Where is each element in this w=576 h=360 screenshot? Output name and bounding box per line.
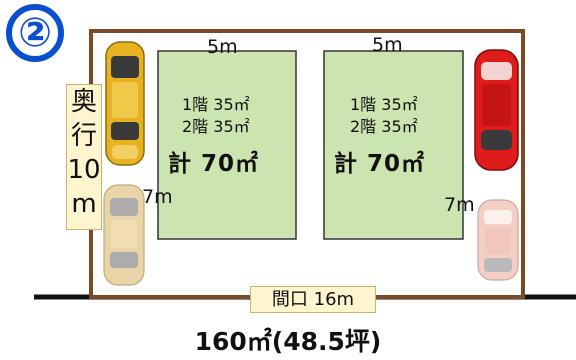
building-left <box>157 50 297 240</box>
lot-depth-char-2: 行 <box>70 121 97 151</box>
building-depth-label-right: 7m <box>444 194 475 216</box>
lot-depth-label: 奥 行 10 m <box>66 84 102 230</box>
building-right-floor2: 2階 35㎡ <box>350 117 418 136</box>
lot-depth-char-4: m <box>71 189 97 219</box>
frontage-label: 間口 16m <box>250 286 376 313</box>
building-right-total: 計 70㎡ <box>334 151 426 177</box>
yellow-car-icon <box>105 41 145 166</box>
building-left-floor2: 2階 35㎡ <box>182 117 250 136</box>
faded-yellow-car-icon <box>103 184 145 286</box>
red-car-icon <box>474 49 519 171</box>
lot-depth-char-3: 10 <box>67 155 101 185</box>
building-right <box>323 50 464 240</box>
number-badge: ② <box>6 4 64 62</box>
building-depth-label-left: 7m <box>142 186 173 208</box>
building-right-floor1: 1階 35㎡ <box>350 95 418 114</box>
building-left-total: 計 70㎡ <box>168 151 260 177</box>
lot-depth-char-1: 奥 <box>70 87 97 117</box>
building-left-floor1: 1階 35㎡ <box>182 95 250 114</box>
site-area-label: 160㎡(48.5坪) <box>194 327 382 356</box>
building-width-label-left: 5m <box>207 36 238 58</box>
faded-red-car-icon <box>477 199 519 281</box>
building-width-label-right: 5m <box>372 34 403 56</box>
